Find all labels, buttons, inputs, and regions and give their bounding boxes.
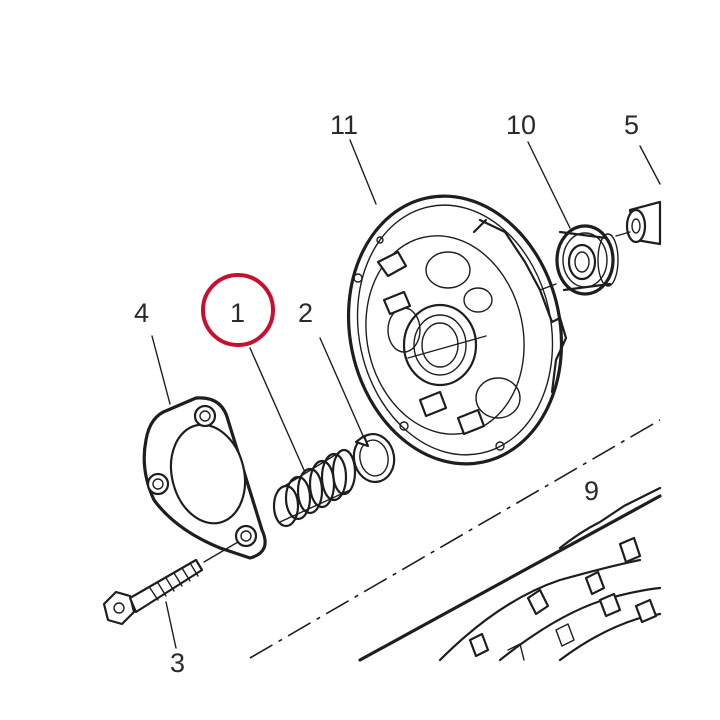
part-3-bolt <box>102 541 239 626</box>
assembly-centerline <box>249 419 661 659</box>
label-part-2: 2 <box>298 298 313 328</box>
part-5-push-rod-end <box>539 200 662 291</box>
part-10-bearing <box>555 224 619 296</box>
part-1-spring <box>272 448 357 528</box>
label-part-1: 1 <box>230 298 245 328</box>
label-part-4: 4 <box>134 298 149 328</box>
label-part-3: 3 <box>170 648 185 678</box>
part-9-clutch-plates <box>358 486 662 662</box>
label-part-11: 11 <box>330 110 358 140</box>
highlight-circle <box>201 273 275 347</box>
leader-lines <box>151 139 661 649</box>
label-part-9: 9 <box>584 476 599 506</box>
part-11-pressure-plate <box>346 194 568 466</box>
part-4-retainer-plate <box>142 396 267 560</box>
label-part-5: 5 <box>624 110 639 140</box>
label-part-10: 10 <box>506 110 536 140</box>
part-2-retaining-ring <box>352 433 396 483</box>
